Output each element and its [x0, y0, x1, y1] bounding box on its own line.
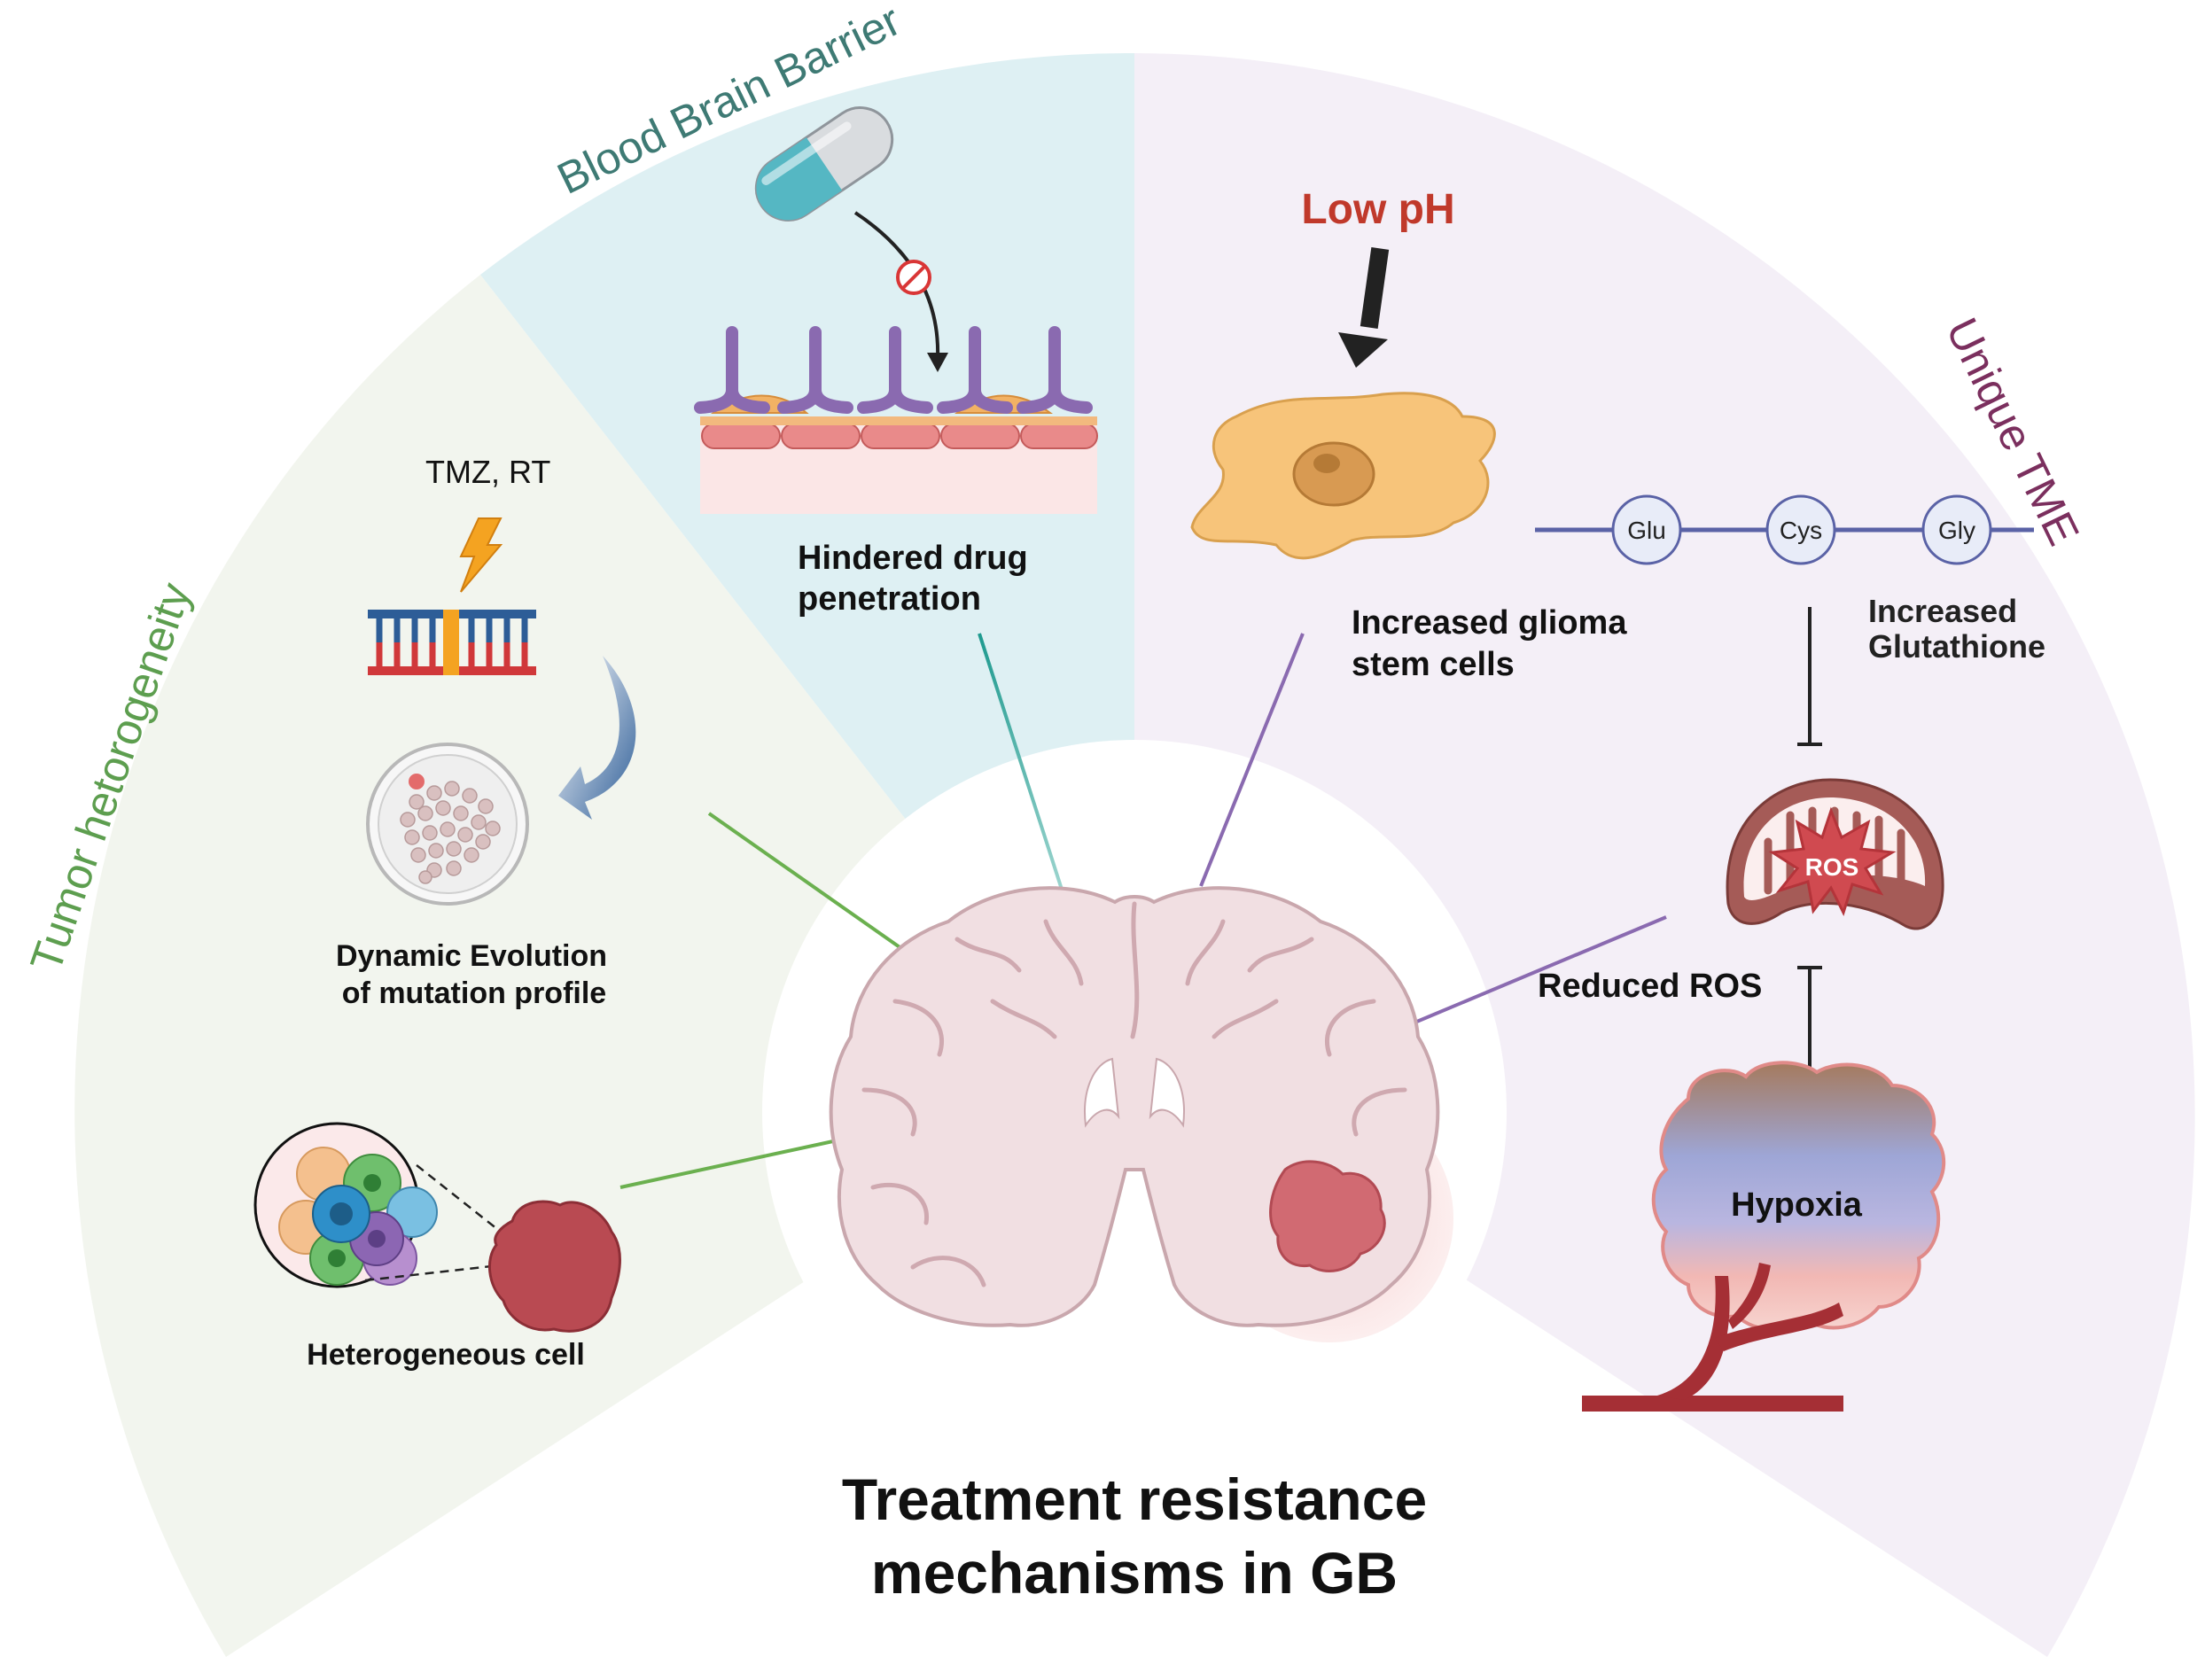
label-hypoxia: Hypoxia — [1731, 1186, 1863, 1224]
ventricle-right — [1149, 1057, 1185, 1128]
stem-cell-nucleolus — [1313, 454, 1340, 473]
label-hindered-drug-2: penetration — [798, 580, 981, 618]
lightning-icon — [459, 517, 503, 593]
curved-arrow-icon — [558, 656, 636, 820]
drug-capsule-icon — [754, 106, 894, 222]
blood-vessel-icon — [1582, 1263, 1843, 1412]
amino-acid-glu — [1611, 494, 1682, 565]
label-tmz-rt: TMZ, RT — [425, 454, 550, 490]
label-reduced-ros: Reduced ROS — [1538, 968, 1762, 1005]
label-dynamic-evolution-2: of mutation profile — [342, 976, 606, 1010]
brain-coronal-icon — [829, 886, 1453, 1342]
tumor-mass-icon — [487, 1200, 621, 1333]
label-glioma-stem-2: stem cells — [1352, 646, 1515, 683]
cell-cluster-icon — [253, 1122, 438, 1288]
sector-tumor-heterogeneity — [74, 275, 1135, 1657]
label-glutathione-1: Increased — [1868, 593, 2017, 629]
ventricle-left — [1084, 1057, 1120, 1128]
stem-cell-nucleus — [1292, 441, 1375, 507]
label-dynamic-evolution-1: Dynamic Evolution — [336, 939, 607, 973]
prohibited-icon — [896, 260, 931, 295]
label-ros: ROS — [1805, 853, 1859, 881]
label-low-ph: Low pH — [1301, 186, 1454, 233]
connector-reduced-ros — [1391, 915, 1667, 1034]
label-hindered-drug-1: Hindered drug — [798, 540, 1028, 577]
connector-glioma-stem — [1199, 633, 1305, 887]
connector-dynamic-evolution — [707, 812, 928, 968]
label-glu: Glu — [1627, 517, 1666, 544]
drug-path-arrowhead — [927, 353, 948, 372]
inhibition-line-top — [1797, 607, 1822, 746]
brain-tumor — [1269, 1160, 1386, 1272]
amino-acid-cys — [1765, 494, 1836, 565]
label-heterogeneous-cell: Heterogeneous cell — [307, 1338, 585, 1372]
label-glioma-stem-1: Increased glioma — [1352, 604, 1627, 642]
bbb-tissue-layer — [694, 326, 1098, 514]
petri-dish-icon — [366, 743, 529, 906]
zoom-line-bottom — [364, 1261, 524, 1282]
glutathione-chain: Glu Cys Gly — [1535, 494, 2034, 565]
label-gly: Gly — [1938, 517, 1975, 544]
main-title-line-2: mechanisms in GB — [871, 1540, 1398, 1606]
ros-burst — [1768, 806, 1897, 916]
label-cys: Cys — [1780, 517, 1822, 544]
amino-acid-gly — [1921, 494, 1992, 565]
dna-icon — [368, 610, 536, 675]
label-glutathione-2: Glutathione — [1868, 628, 2045, 665]
connector-hindered-drug — [978, 633, 1065, 896]
hypoxic-tumor-icon — [1651, 1061, 1946, 1332]
main-title-line-1: Treatment resistance — [842, 1466, 1427, 1532]
down-arrow-icon — [1338, 247, 1390, 368]
mitochondrion-icon: ROS — [1726, 778, 1944, 930]
